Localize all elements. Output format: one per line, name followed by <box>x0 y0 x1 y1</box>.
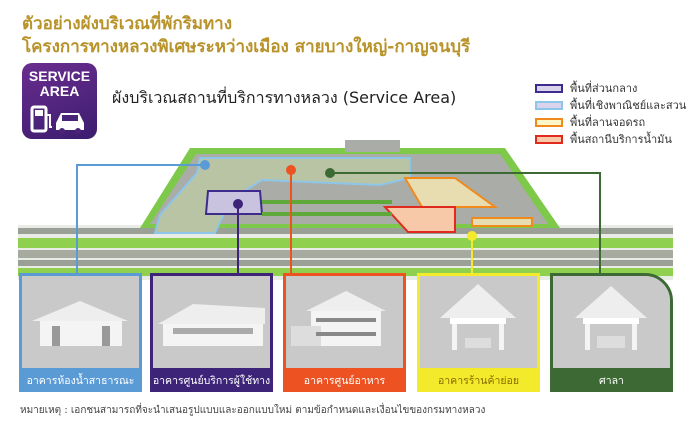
legend-item: พื้นที่เชิงพาณิชย์และสวน <box>535 97 686 113</box>
marker-shop <box>467 231 477 241</box>
legend-label: พื้นที่เชิงพาณิชย์และสวน <box>570 99 687 112</box>
service-area-logo: SERVICE AREA <box>22 63 97 139</box>
marker-pavilion <box>325 168 335 178</box>
page-title-line1: ตัวอย่างผังบริเวณที่พักริมทาง <box>22 14 233 34</box>
legend-label: พื้นที่ลานจอดรถ <box>570 116 646 129</box>
fuel-car-icon <box>30 105 84 134</box>
photo-pavilion <box>550 273 673 371</box>
photo-service-center-building <box>150 273 273 371</box>
building-image <box>153 276 270 368</box>
legend-label: พื้นที่ส่วนกลาง <box>570 82 638 95</box>
legend: พื้นที่ส่วนกลาง พื้นที่เชิงพาณิชย์และสวน… <box>535 80 686 148</box>
label-shop-building: อาคารร้านค้าย่อย <box>417 371 540 392</box>
legend-item: พื้นที่ส่วนกลาง <box>535 80 686 96</box>
photo-food-center-building <box>283 273 406 371</box>
label-restroom-building: อาคารห้องน้ำสาธารณะ <box>19 371 142 392</box>
marker-food-center <box>286 165 296 175</box>
logo-text-1: SERVICE <box>28 68 91 84</box>
legend-label: พื้นสถานีบริการน้ำมัน <box>570 133 672 146</box>
plan-subtitle: ผังบริเวณสถานที่บริการทางหลวง (Service A… <box>112 88 457 107</box>
legend-item: พื้นที่ลานจอดรถ <box>535 114 686 130</box>
logo-text-2: AREA <box>39 83 80 99</box>
building-image <box>420 276 537 368</box>
photo-restroom-building <box>19 273 142 371</box>
marker-service-center <box>233 199 243 209</box>
footnote: หมายเหตุ : เอกชนสามารถที่จะนำเสนอรูปแบบแ… <box>20 405 486 416</box>
building-image <box>553 276 670 368</box>
page-title-line2: โครงการทางหลวงพิเศษระหว่างเมือง สายบางให… <box>22 37 471 57</box>
site-plan <box>18 140 673 280</box>
legend-item: พื้นสถานีบริการน้ำมัน <box>535 131 686 147</box>
building-image <box>286 276 403 368</box>
label-food-center-building: อาคารศูนย์อาหาร <box>283 371 406 392</box>
label-service-center-building: อาคารศูนย์บริการผู้ใช้ทาง <box>150 371 273 392</box>
marker-restroom <box>200 160 210 170</box>
label-pavilion: ศาลา <box>550 371 673 392</box>
building-image <box>22 276 139 368</box>
photo-shop-building <box>417 273 540 371</box>
